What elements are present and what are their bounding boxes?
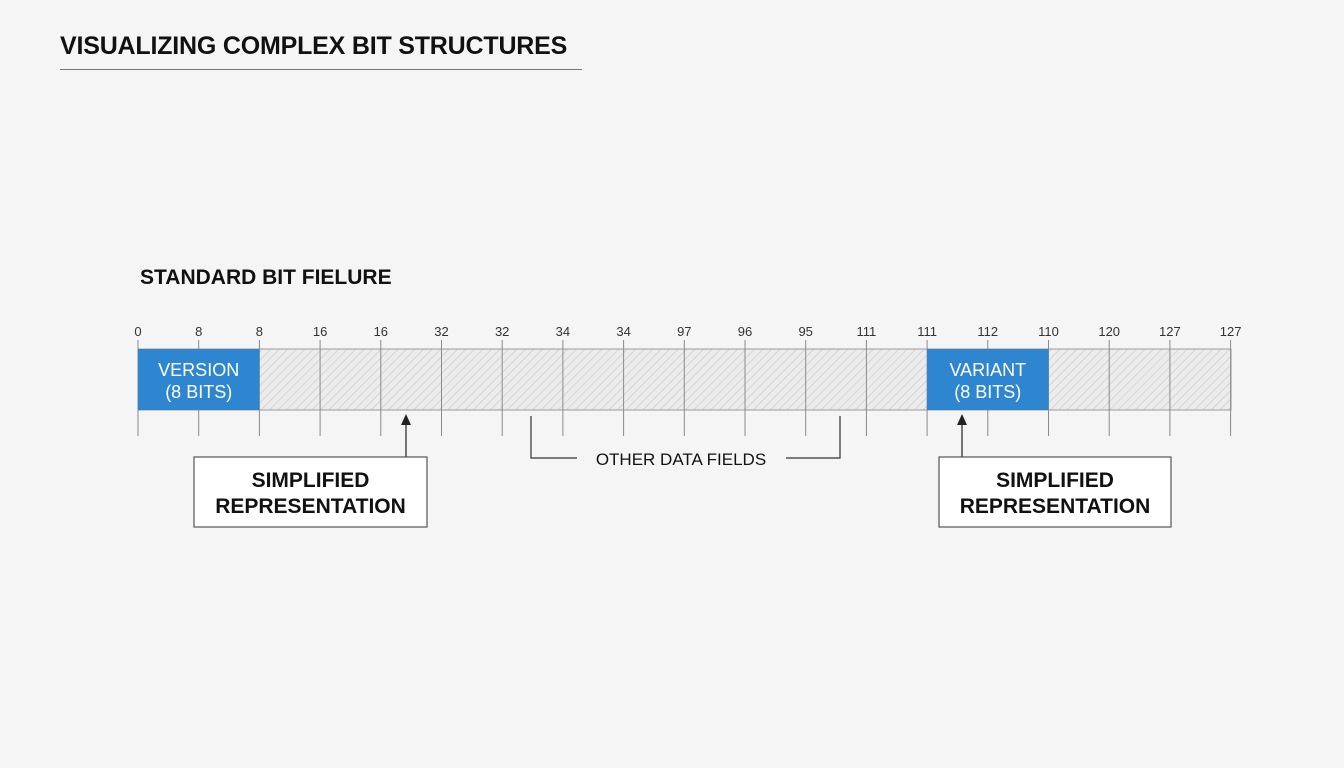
tick-label: 111 bbox=[917, 324, 937, 339]
callout-left-line-1: SIMPLIFIED bbox=[252, 469, 370, 492]
tick-label: 95 bbox=[798, 324, 812, 339]
other-data-fields-bracket bbox=[530, 416, 841, 459]
tick-label: 97 bbox=[677, 324, 691, 339]
tick-label: 111 bbox=[857, 324, 877, 339]
tick-label: 120 bbox=[1098, 324, 1120, 339]
field-label: VARIANT bbox=[949, 360, 1026, 380]
tick-label: 16 bbox=[374, 324, 388, 339]
tick-label: 34 bbox=[616, 324, 630, 339]
tick-label: 8 bbox=[195, 324, 202, 339]
page-title: VISUALIZING COMPLEX BIT STRUCTURES bbox=[60, 32, 568, 60]
title-underline bbox=[60, 69, 582, 70]
other-data-fields-label: OTHER DATA FIELDS bbox=[596, 450, 766, 469]
tick-label: 8 bbox=[256, 324, 263, 339]
tick-label: 32 bbox=[495, 324, 509, 339]
tick-label: 110 bbox=[1038, 324, 1059, 339]
callout-right-line-2: REPRESENTATION bbox=[960, 495, 1151, 518]
callout-right: SIMPLIFIED REPRESENTATION bbox=[938, 414, 1172, 528]
tick-label: 96 bbox=[738, 324, 752, 339]
tick-label: 127 bbox=[1220, 324, 1242, 339]
tick-label: 0 bbox=[134, 324, 141, 339]
callout-left-arrow-icon bbox=[401, 414, 411, 425]
tick-label: 112 bbox=[977, 324, 998, 339]
field-label: (8 BITS) bbox=[165, 382, 232, 402]
callout-right-arrow-icon bbox=[957, 414, 967, 425]
callout-left-line-2: REPRESENTATION bbox=[215, 495, 406, 518]
tick-label: 127 bbox=[1159, 324, 1181, 339]
callout-left: SIMPLIFIED REPRESENTATION bbox=[193, 414, 428, 528]
field-block bbox=[927, 349, 1049, 410]
callout-left-box bbox=[193, 456, 428, 528]
tick-label: 16 bbox=[313, 324, 327, 339]
section-title: STANDARD BIT FIELURE bbox=[140, 266, 392, 289]
callout-right-box bbox=[938, 456, 1172, 528]
field-block bbox=[138, 349, 260, 410]
field-label: (8 BITS) bbox=[954, 382, 1021, 402]
tick-label: 32 bbox=[434, 324, 448, 339]
tick-label: 34 bbox=[556, 324, 570, 339]
highlighted-fields: VERSION(8 BITS)VARIANT(8 BITS) bbox=[138, 349, 1049, 410]
callout-right-line-1: SIMPLIFIED bbox=[996, 469, 1114, 492]
field-label: VERSION bbox=[158, 360, 239, 380]
tick-labels: 0 8 8 16 16 32 32 34 34 97 96 95 111 111 112 110 120 127 1… bbox=[134, 324, 1241, 339]
